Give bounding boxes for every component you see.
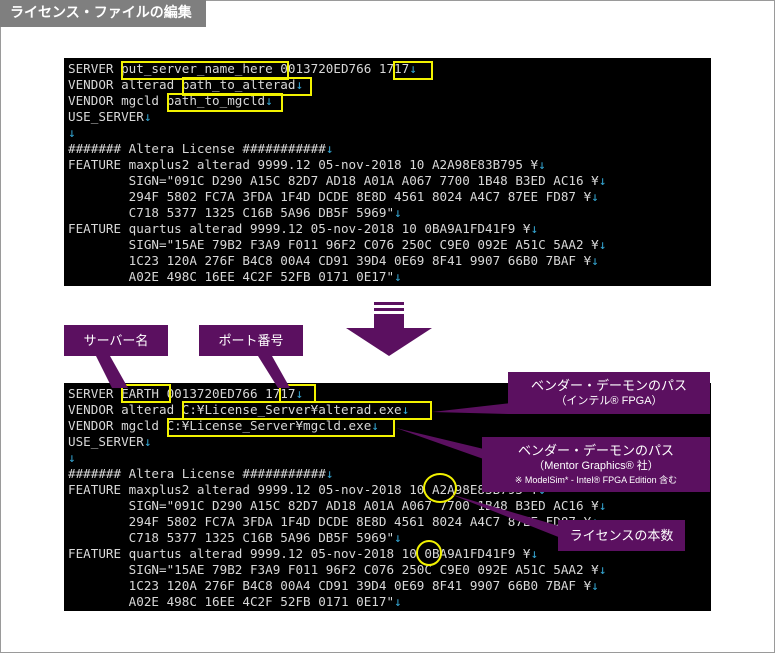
after-line: VENDOR alterad C:¥License_Server¥alterad… xyxy=(68,402,410,417)
line-end-arrow-icon: ↓ xyxy=(409,61,417,76)
license-file-after: SERVER EARTH 0013720ED766 1717↓VENDOR al… xyxy=(64,383,711,611)
after-line: ↓ xyxy=(68,450,76,466)
line-end-arrow-icon: ↓ xyxy=(295,386,304,401)
after-line: USE_SERVER↓ xyxy=(68,434,152,449)
callout-license-count: ライセンスの本数 xyxy=(558,520,685,551)
line-end-arrow-icon: ↓ xyxy=(68,450,76,465)
line-end-arrow-icon: ↓ xyxy=(591,578,599,593)
before-line: FEATURE quartus alterad 9999.12 05-nov-2… xyxy=(68,221,539,236)
after-line: A02E 498C 16EE 4C2F 52FB 0171 0E17"↓ xyxy=(68,594,402,609)
line-end-arrow-icon: ↓ xyxy=(530,546,539,561)
page-title: ライセンス・ファイルの編集 xyxy=(0,0,206,27)
before-line: SIGN="091C D290 A15C 82D7 AD18 A01A A067… xyxy=(68,173,607,188)
after-line: FEATURE quartus alterad 9999.12 05-nov-2… xyxy=(68,546,539,561)
before-line: FEATURE maxplus2 alterad 9999.12 05-nov-… xyxy=(68,157,546,172)
before-line: SIGN="15AE 79B2 F3A9 F011 96F2 C076 250C… xyxy=(68,237,607,252)
line-end-arrow-icon: ↓ xyxy=(325,141,334,156)
before-line: 1C23 120A 276F B4C8 00A4 CD91 39D4 0E69 … xyxy=(68,253,599,268)
before-line: A02E 498C 16EE 4C2F 52FB 0171 0E17"↓ xyxy=(68,269,402,284)
line-end-arrow-icon: ↓ xyxy=(265,93,273,108)
license-count-circle-2 xyxy=(416,540,442,566)
mgcld-path-highlight xyxy=(167,93,283,112)
line-end-arrow-icon: ↓ xyxy=(598,173,607,188)
line-end-arrow-icon: ↓ xyxy=(598,562,607,577)
line-end-arrow-icon: ↓ xyxy=(538,157,546,172)
after-line: VENDOR mgcld C:¥License_Server¥mgcld.exe… xyxy=(68,418,379,433)
after-line: SIGN="15AE 79B2 F3A9 F011 96F2 C076 250C… xyxy=(68,562,607,577)
line-end-arrow-icon: ↓ xyxy=(598,237,607,252)
line-end-arrow-icon: ↓ xyxy=(598,498,607,513)
server-name-highlight xyxy=(121,61,289,80)
port-highlight xyxy=(393,61,433,80)
line-end-arrow-icon: ↓ xyxy=(394,269,402,284)
line-end-arrow-icon: ↓ xyxy=(143,434,152,449)
before-line: VENDOR alterad path_to_alterad↓ xyxy=(68,77,304,92)
line-end-arrow-icon: ↓ xyxy=(394,205,402,220)
line-end-arrow-icon: ↓ xyxy=(591,189,599,204)
after-line: C718 5377 1325 C16B 5A96 DB5F 5969"↓ xyxy=(68,530,402,545)
down-arrow-icon xyxy=(346,302,432,356)
line-end-arrow-icon: ↓ xyxy=(68,125,76,140)
line-end-arrow-icon: ↓ xyxy=(394,594,402,609)
before-line: VENDOR mgcld path_to_mgcld↓ xyxy=(68,93,273,108)
line-end-arrow-icon: ↓ xyxy=(530,221,539,236)
before-line: 294F 5802 FC7A 3FDA 1F4D DCDE 8E8D 4561 … xyxy=(68,189,599,204)
line-end-arrow-icon: ↓ xyxy=(143,109,152,124)
before-line: C718 5377 1325 C16B 5A96 DB5F 5969"↓ xyxy=(68,205,402,220)
server-name-highlight-after xyxy=(121,384,171,403)
callout-vendor-intel: ベンダー・デーモンのパス （インテル® FPGA） xyxy=(508,372,710,414)
line-end-arrow-icon: ↓ xyxy=(371,418,379,433)
before-line: USE_SERVER↓ xyxy=(68,109,152,124)
callout-server-name: サーバー名 xyxy=(64,325,168,356)
line-end-arrow-icon: ↓ xyxy=(591,253,599,268)
mgcld-path-highlight-after xyxy=(167,418,395,437)
line-end-arrow-icon: ↓ xyxy=(325,466,334,481)
line-end-arrow-icon: ↓ xyxy=(394,530,402,545)
before-line: SERVER put_server_name_here 0013720ED766… xyxy=(68,61,417,76)
before-line: ↓ xyxy=(68,125,76,141)
callout-port-number: ポート番号 xyxy=(199,325,303,356)
callout-vendor-mentor: ベンダー・デーモンのパス （Mentor Graphics® 社） ※ Mode… xyxy=(482,437,710,492)
before-line: ####### Altera License ###########↓ xyxy=(68,141,334,156)
line-end-arrow-icon: ↓ xyxy=(401,402,410,417)
after-line: ####### Altera License ###########↓ xyxy=(68,466,334,481)
license-file-before: SERVER put_server_name_here 0013720ED766… xyxy=(64,58,711,286)
after-line: 1C23 120A 276F B4C8 00A4 CD91 39D4 0E69 … xyxy=(68,578,599,593)
line-end-arrow-icon: ↓ xyxy=(295,77,304,92)
alterad-path-highlight xyxy=(182,77,312,96)
license-count-circle-1 xyxy=(423,473,457,503)
